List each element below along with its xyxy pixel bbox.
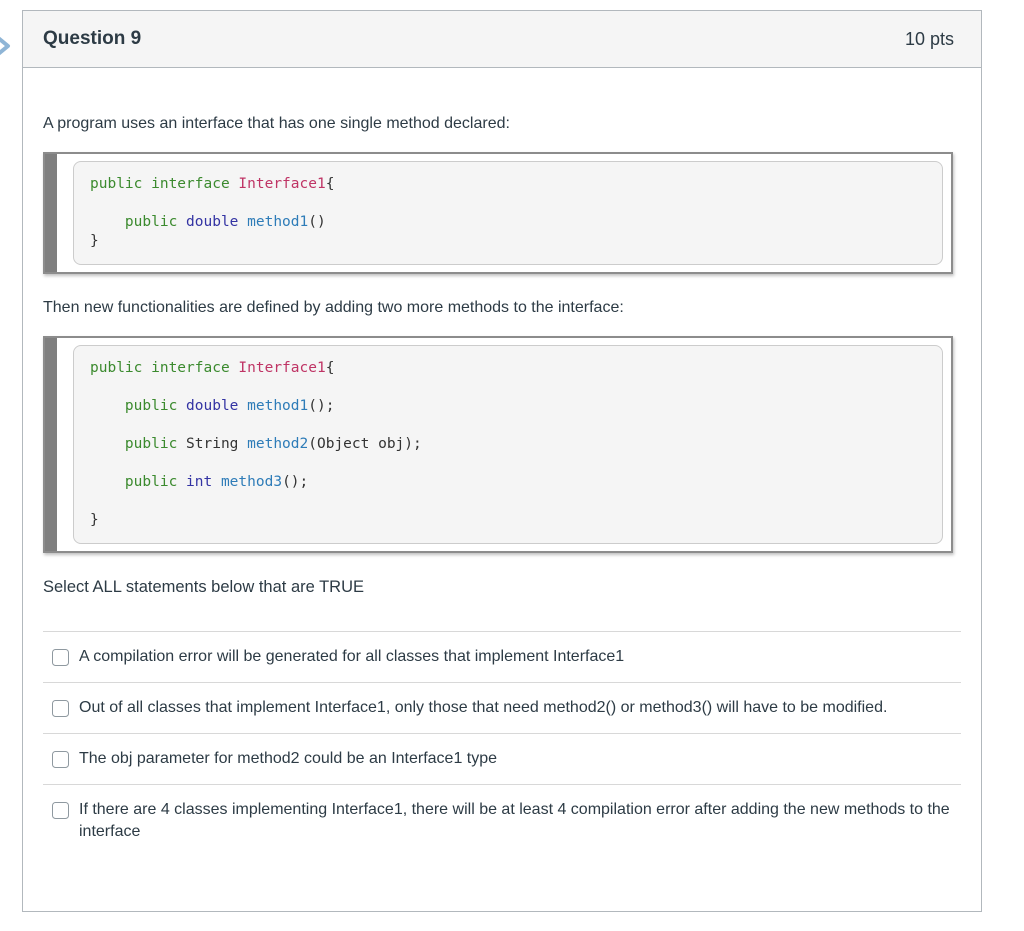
code-line: public interface Interface1{ [90, 360, 335, 376]
question-card: Question 9 10 pts A program uses an inte… [22, 10, 982, 912]
code-block-inner: public interface Interface1{ public doub… [73, 161, 943, 265]
code-line [90, 378, 926, 397]
question-points: 10 pts [904, 28, 954, 49]
code-line: public String method2(Object obj); [124, 436, 422, 452]
question-title: Question 9 [43, 28, 142, 49]
question-intro-2: Then new functionalities are defined by … [43, 299, 624, 316]
option-checkbox[interactable] [52, 700, 69, 717]
select-prompt: Select ALL statements below that are TRU… [43, 578, 365, 596]
code-line: public double method1() [124, 214, 326, 230]
answer-options: A compilation error will be generated fo… [43, 631, 961, 857]
answer-option[interactable]: If there are 4 classes implementing Inte… [43, 784, 961, 857]
answer-option[interactable]: Out of all classes that implement Interf… [43, 682, 961, 733]
code-line: } [90, 512, 99, 528]
code-content: public interface Interface1{ public doub… [90, 175, 926, 251]
code-line [90, 416, 926, 435]
question-body: A program uses an interface that has one… [23, 114, 981, 857]
option-label: A compilation error will be generated fo… [79, 648, 625, 665]
code-block-inner: public interface Interface1{ public doub… [73, 345, 943, 544]
option-checkbox[interactable] [52, 649, 69, 666]
option-label: If there are 4 classes implementing Inte… [79, 801, 950, 840]
code-line: public double method1(); [124, 398, 335, 414]
question-intro-1: A program uses an interface that has one… [43, 115, 510, 132]
option-label: The obj parameter for method2 could be a… [79, 750, 498, 767]
answer-option[interactable]: A compilation error will be generated fo… [43, 631, 961, 682]
code-line: } [90, 233, 99, 249]
code-content: public interface Interface1{ public doub… [90, 359, 926, 530]
code-line [90, 194, 926, 213]
code-line: public int method3(); [124, 474, 309, 490]
answer-option[interactable]: The obj parameter for method2 could be a… [43, 733, 961, 784]
code-line [90, 492, 926, 511]
option-label: Out of all classes that implement Interf… [79, 699, 888, 716]
question-header: Question 9 10 pts [23, 11, 981, 68]
option-checkbox[interactable] [52, 802, 69, 819]
edge-chevron-icon [0, 36, 10, 56]
code-block-left-bar [45, 338, 57, 551]
option-checkbox[interactable] [52, 751, 69, 768]
code-block-2: public interface Interface1{ public doub… [43, 336, 953, 553]
code-line: public interface Interface1{ [90, 176, 335, 192]
code-line [90, 454, 926, 473]
code-block-left-bar [45, 154, 57, 272]
code-block-1: public interface Interface1{ public doub… [43, 152, 953, 274]
